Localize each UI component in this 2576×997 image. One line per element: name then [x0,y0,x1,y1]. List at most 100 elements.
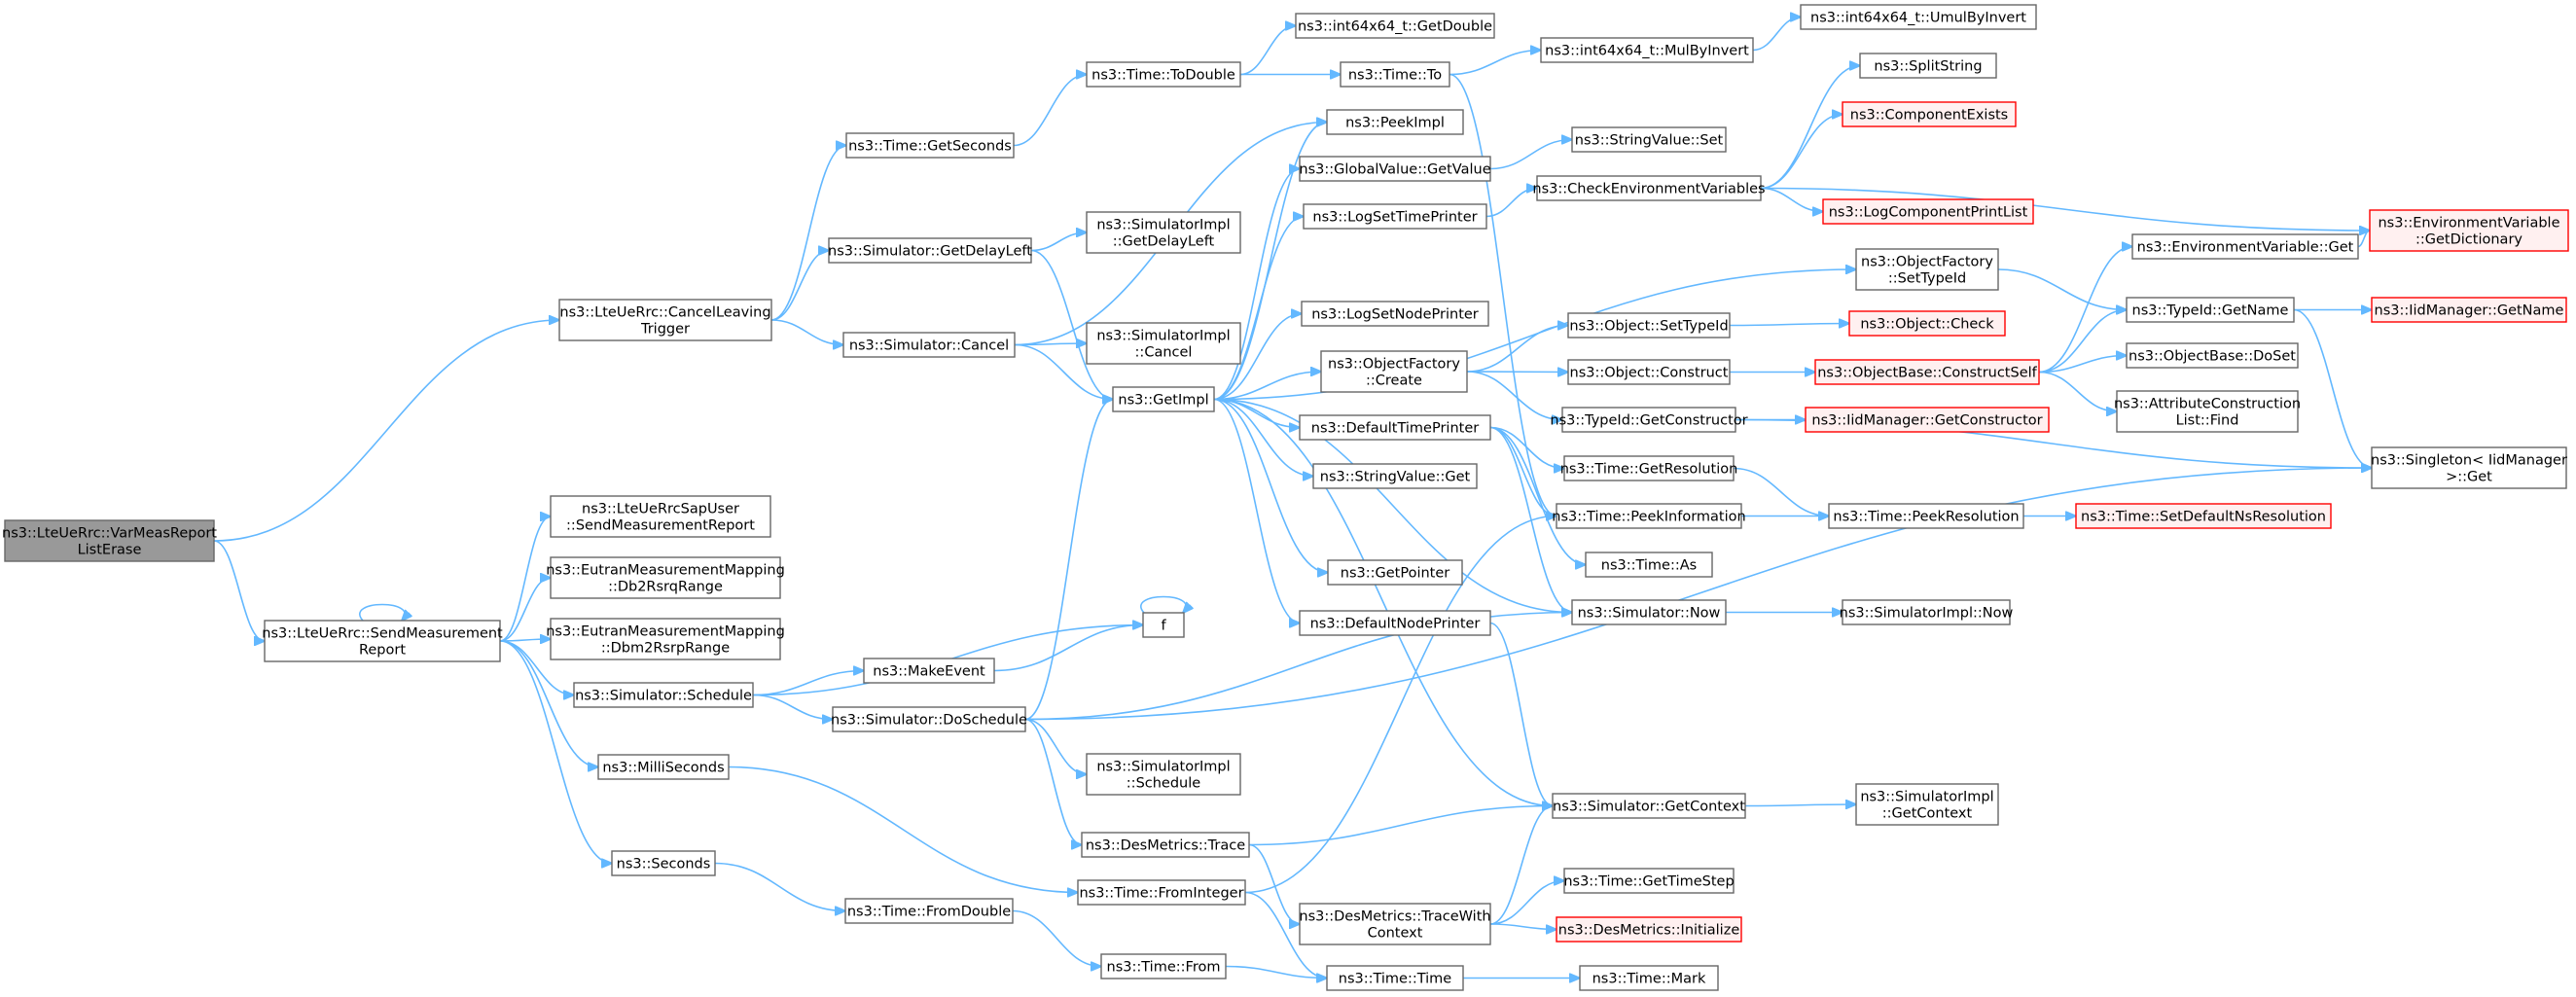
node-sapUser[interactable]: ns3::LteUeRrcSapUser::SendMeasurementRep… [550,495,771,538]
nodes-layer: ns3::LteUeRrc::VarMeasReportListErasens3… [2,4,2569,991]
edge-cancelLeaving-to-getSeconds [770,146,846,321]
node-simNow[interactable]: ns3::Simulator::Now [1571,599,1727,625]
node-implDelayLeft[interactable]: ns3::SimulatorImpl::GetDelayLeft [1086,211,1241,254]
node-box [844,898,1014,924]
node-defaultNodePrinter[interactable]: ns3::DefaultNodePrinter [1299,610,1491,636]
node-timeFrom[interactable]: ns3::Time::From [1100,953,1227,979]
node-peekImpl[interactable]: ns3::PeekImpl [1326,109,1464,135]
node-getImpl[interactable]: ns3::GetImpl [1112,386,1215,412]
node-iidGetName[interactable]: ns3::IidManager::GetName [2371,297,2567,323]
node-doSchedule[interactable]: ns3::Simulator::DoSchedule [831,706,1027,732]
node-label: ::GetDictionary [2415,232,2522,248]
node-timeMark[interactable]: ns3::Time::Mark [1579,965,1719,991]
node-box [1563,455,1735,481]
node-objFactorySetTypeId[interactable]: ns3::ObjectFactory::SetTypeId [1855,248,1999,291]
node-fromDouble[interactable]: ns3::Time::FromDouble [844,898,1014,924]
node-globalGetValue[interactable]: ns3::GlobalValue::GetValue [1299,156,1491,182]
node-label: ns3::SimulatorImpl [1096,329,1230,344]
node-box [1579,965,1719,991]
node-db2rsrq[interactable]: ns3::EutranMeasurementMapping::Db2RsrqRa… [546,556,785,599]
node-stringValueSet[interactable]: ns3::StringValue::Set [1571,126,1727,153]
node-getDelayLeft[interactable]: ns3::Simulator::GetDelayLeft [828,237,1032,264]
node-box [1086,753,1241,796]
node-label: ns3::Singleton< IidManager [2371,453,2567,469]
node-dbm2rsrp[interactable]: ns3::EutranMeasurementMapping::Dbm2RsrpR… [546,618,785,660]
node-simGetContext[interactable]: ns3::Simulator::GetContext [1552,793,1746,819]
node-objFactoryCreate[interactable]: ns3::ObjectFactory::Create [1320,350,1468,393]
node-label: ns3::EutranMeasurementMapping [546,563,785,579]
node-box [1081,832,1250,858]
node-envVarGetDictionary[interactable]: ns3::EnvironmentVariable::GetDictionary [2369,209,2569,252]
node-label: ns3::ObjectBase::ConstructSelf [1817,366,2037,381]
node-setDefaultNsResolution[interactable]: ns3::Time::SetDefaultNsResolution [2075,503,2332,529]
node-mulByInvert[interactable]: ns3::int64x64_t::MulByInvert [1540,37,1754,63]
node-seconds[interactable]: ns3::Seconds [611,850,716,876]
node-box [1842,101,2017,127]
node-label: ns3::Object::SetTypeId [1569,319,1728,335]
node-milliSeconds[interactable]: ns3::MilliSeconds [597,754,730,780]
node-int64GetDouble[interactable]: ns3::int64x64_t::GetDouble [1295,13,1495,39]
node-umulByInvert[interactable]: ns3::int64x64_t::UmulByInvert [1800,4,2037,30]
node-label: ns3::Object::Construct [1570,366,1729,381]
node-envVarGet[interactable]: ns3::EnvironmentVariable::Get [2131,233,2359,260]
node-label: ns3::int64x64_t::GetDouble [1298,19,1492,35]
node-objCheck[interactable]: ns3::Object::Check [1848,310,2006,337]
node-label: ns3::SimulatorImpl::Now [1840,606,2014,622]
node-sendMeas[interactable]: ns3::LteUeRrc::SendMeasurementReport [262,620,503,662]
node-logSetTimePrinter[interactable]: ns3::LogSetTimePrinter [1303,203,1487,230]
node-constructSelf[interactable]: ns3::ObjectBase::ConstructSelf [1814,359,2040,385]
node-implGetContext[interactable]: ns3::SimulatorImpl::GetContext [1855,783,1999,826]
node-componentExists[interactable]: ns3::ComponentExists [1842,101,2017,127]
node-f[interactable]: f [1142,612,1185,638]
node-label: ::GetDelayLeft [1113,234,1215,250]
node-timeTo[interactable]: ns3::Time::To [1340,61,1450,88]
node-checkEnvVars[interactable]: ns3::CheckEnvironmentVariables [1532,175,1766,201]
node-label: ns3::Seconds [617,857,711,872]
edge-f-to-f [1140,595,1186,614]
node-box [2116,390,2299,433]
node-typeIdGetConstructor[interactable]: ns3::TypeId::GetConstructor [1550,407,1748,433]
node-simCancel[interactable]: ns3::Simulator::Cancel [842,332,1016,358]
node-peekResolution[interactable]: ns3::Time::PeekResolution [1828,503,2024,529]
node-desInitialize[interactable]: ns3::DesMetrics::Initialize [1556,916,1742,943]
node-splitString[interactable]: ns3::SplitString [1859,53,1997,79]
node-objSetTypeId[interactable]: ns3::Object::SetTypeId [1567,312,1731,338]
node-label: ns3::DesMetrics::TraceWith [1299,909,1490,925]
node-timeTime[interactable]: ns3::Time::Time [1326,965,1464,991]
node-implNow[interactable]: ns3::SimulatorImpl::Now [1840,599,2014,625]
node-getResolution[interactable]: ns3::Time::GetResolution [1560,455,1738,481]
node-objConstruct[interactable]: ns3::Object::Construct [1567,359,1731,385]
node-implCancel[interactable]: ns3::SimulatorImpl::Cancel [1086,322,1241,365]
node-objBaseDoSet[interactable]: ns3::ObjectBase::DoSet [2126,342,2299,369]
node-peekInformation[interactable]: ns3::Time::PeekInformation [1552,503,1746,529]
node-logSetNodePrinter[interactable]: ns3::LogSetNodePrinter [1301,301,1489,327]
node-makeEvent[interactable]: ns3::MakeEvent [863,658,995,684]
node-schedule[interactable]: ns3::Simulator::Schedule [573,682,754,708]
edge-defaultNodePrinter-to-simGetContext [1489,622,1553,806]
node-iidGetConstructor[interactable]: ns3::IidManager::GetConstructor [1805,407,2050,433]
node-getTimeStep[interactable]: ns3::Time::GetTimeStep [1563,868,1735,894]
node-label: ns3::ObjectFactory [1328,357,1460,373]
node-typeIdGetName[interactable]: ns3::TypeId::GetName [2126,297,2295,323]
node-fromInteger[interactable]: ns3::Time::FromInteger [1077,879,1246,906]
node-box [1855,248,1999,291]
node-logComponentPrintList[interactable]: ns3::LogComponentPrintList [1822,198,2034,225]
node-desTrace[interactable]: ns3::DesMetrics::Trace [1081,832,1250,858]
node-timeAs[interactable]: ns3::Time::As [1585,552,1713,578]
node-implSchedule[interactable]: ns3::SimulatorImpl::Schedule [1086,753,1241,796]
node-stringValueGet[interactable]: ns3::StringValue::Get [1312,463,1478,489]
node-toDouble[interactable]: ns3::Time::ToDouble [1086,61,1241,88]
node-getPointer[interactable]: ns3::GetPointer [1327,559,1463,586]
node-label: ns3::LteUeRrc::SendMeasurement [262,626,503,642]
node-singletonGet[interactable]: ns3::Singleton< IidManager>::Get [2371,446,2567,489]
node-label: ns3::DefaultTimePrinter [1311,421,1479,437]
node-defaultTimePrinter[interactable]: ns3::DefaultTimePrinter [1299,414,1491,441]
edge-typeIdGetName-to-singletonGet [2293,308,2372,469]
node-box [2126,342,2299,369]
node-getSeconds[interactable]: ns3::Time::GetSeconds [845,132,1015,159]
node-label: ns3::MilliSeconds [602,761,724,776]
